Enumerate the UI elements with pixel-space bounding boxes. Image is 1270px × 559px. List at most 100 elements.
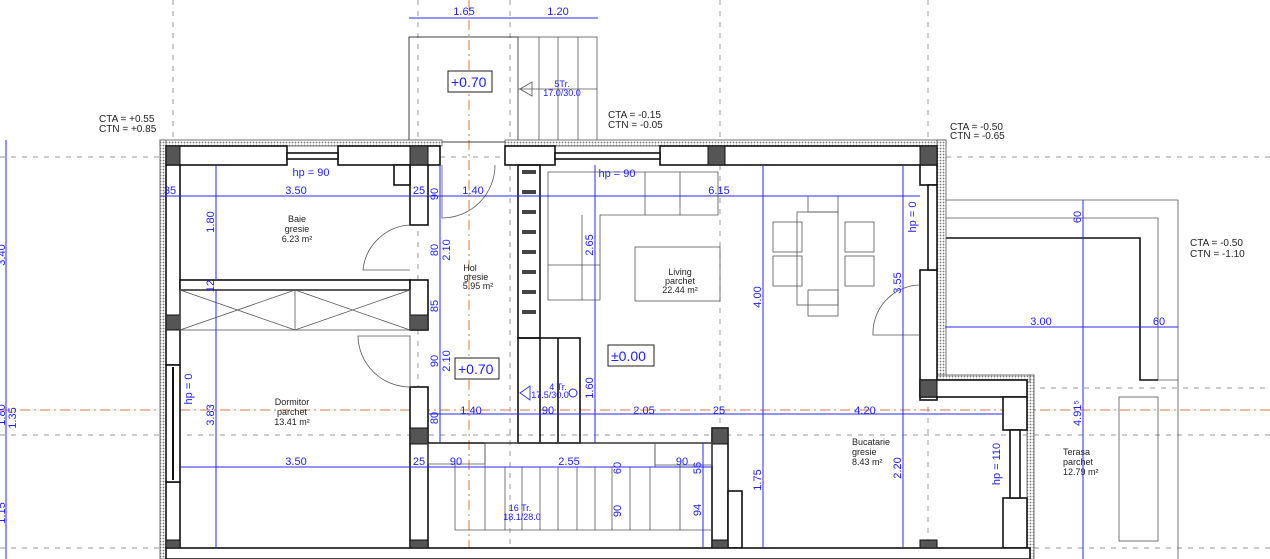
dimension-label: 60: [1153, 316, 1165, 328]
dimension-label: 60: [612, 462, 624, 474]
elevation-entry: +0.70: [451, 74, 487, 90]
dimension-label: gresie: [852, 447, 877, 457]
dimension-label: 8.43 m²: [852, 457, 883, 467]
dimension-label: 1.80: [205, 211, 217, 232]
dimension-label: 22.44 m²: [662, 285, 698, 295]
dimension-label: 35: [164, 185, 176, 197]
dimension-label: Dormitor: [275, 397, 310, 407]
closet: [179, 289, 411, 331]
elevation-hall: +0.70: [458, 361, 494, 377]
dimension-label: Living: [668, 267, 692, 277]
hall-stair: [427, 164, 713, 531]
dimension-label: 1.75: [752, 469, 764, 490]
dimension-label: 2.55: [558, 456, 579, 468]
dimension-label: Hol: [463, 263, 477, 273]
dimension-label: 56: [692, 462, 704, 474]
sofa: [547, 171, 719, 301]
dimension-label: 1.35: [7, 407, 19, 428]
dimension-labels: 1.65 1.20 35 3.50 25 1.40 6.15 hp = 90 h…: [0, 6, 1165, 524]
dimension-label: 2.05: [633, 405, 654, 417]
dimension-label: parchet: [277, 407, 308, 417]
dimension-label: 2.65: [584, 234, 596, 255]
dimension-label: 25: [413, 456, 425, 468]
dimension-label: hp = 90: [598, 168, 635, 180]
dimension-label: 80: [429, 412, 441, 424]
elevation-markers: +0.70 +0.70 ±0.00: [447, 70, 655, 380]
dimension-label: gresie: [464, 272, 489, 282]
dimension-label: Baie: [288, 214, 306, 224]
dimension-label: 90: [450, 456, 462, 468]
dimension-label: 5Tr.: [554, 79, 569, 89]
dimension-label: 5.95 m²: [463, 281, 494, 291]
dimension-label: 2.10: [441, 239, 453, 260]
dimension-label: 4.00: [752, 286, 764, 307]
dining-table: [796, 211, 839, 306]
dimension-label: 17.5/30.0: [531, 390, 569, 400]
dimension-label: 18.1/28.0: [503, 512, 541, 522]
dimension-label: 60: [1072, 211, 1084, 223]
door-baie: [362, 224, 411, 271]
elevation-living: ±0.00: [611, 348, 646, 364]
dimension-label: 16 Tr.: [509, 503, 532, 513]
dimension-label: 6.15: [708, 185, 729, 197]
dimension-label: 2.20: [892, 457, 904, 478]
dimension-label: 90: [429, 355, 441, 367]
dimension-label: 1.40: [460, 405, 481, 417]
window-living: [554, 152, 661, 160]
dimension-label: 3.55: [892, 272, 904, 293]
dimension-label: 85: [429, 300, 441, 312]
furniture: [547, 171, 875, 317]
dimension-label: 12.79 m²: [1063, 467, 1099, 477]
dimension-label: 4.91⁵: [1072, 400, 1084, 426]
dimension-label: 25: [713, 405, 725, 417]
cta-label: CTA = -0.15: [608, 110, 661, 121]
dimension-label: 3.40: [0, 244, 8, 265]
dimension-label: 94: [692, 504, 704, 516]
ctn-label: CTN = +0.85: [99, 124, 157, 135]
window-baie: [286, 152, 339, 160]
dimension-lines: [5, 17, 1178, 559]
dimension-label: 1.40: [462, 185, 483, 197]
dimension-label: parchet: [1063, 457, 1094, 467]
dimension-label: 6.23 m²: [282, 234, 313, 244]
cta-label: CTA = -0.50: [1190, 238, 1243, 249]
ctn-label: CTN = -0.05: [608, 120, 663, 131]
dimension-label: gresie: [285, 224, 310, 234]
door-terasa: [872, 284, 921, 336]
dimension-label: 13.41 m²: [274, 417, 310, 427]
cta-label: CTA = +0.55: [99, 114, 155, 125]
dimension-label: 90: [542, 405, 554, 417]
dimension-label: 1.20: [547, 6, 568, 18]
dimension-label: 2.10: [441, 350, 453, 371]
dimension-label: 90: [676, 456, 688, 468]
cta-label: CTA = -0.50: [950, 122, 1003, 133]
stair-labels: 5Tr. 17.0/30.0 4 Tr. 17.5/30.0 16 Tr. 18…: [503, 79, 581, 522]
dimension-label: 25: [413, 185, 425, 197]
ctn-label: CTN = -0.65: [950, 131, 1005, 142]
dimension-label: hp = 110: [991, 443, 1003, 485]
dimension-label: 1.60: [584, 377, 596, 398]
dimension-label: hp = 90: [292, 167, 329, 179]
window-living-east: [927, 184, 938, 271]
dimension-label: Terasa: [1063, 447, 1090, 457]
dimension-label: 3.50: [285, 185, 306, 197]
dimension-label: 4.20: [854, 405, 875, 417]
dimension-label: 3.83: [205, 404, 217, 425]
dimension-label: 3.00: [1030, 316, 1051, 328]
window-bucatarie: [1009, 429, 1021, 499]
ctn-label: CTN = -1.10: [1190, 249, 1245, 260]
dimension-label: 1.65: [453, 6, 474, 18]
terrace: [944, 199, 1179, 559]
ground-levels: CTA = +0.55 CTN = +0.85 CTA = -0.15 CTN …: [99, 110, 1245, 260]
dimension-label: 1.15: [0, 502, 8, 523]
dimension-label: 1.80: [0, 404, 8, 425]
dimension-label: 3.50: [285, 456, 306, 468]
terrace-bench: [1118, 396, 1159, 542]
dimension-label: parchet: [665, 276, 696, 286]
